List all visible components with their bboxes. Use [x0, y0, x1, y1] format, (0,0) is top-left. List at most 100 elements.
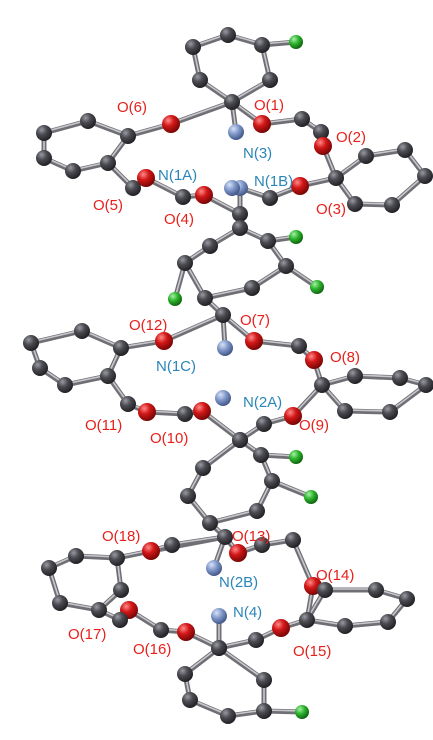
carbon-atom [313, 124, 329, 140]
carbon-atom [382, 404, 398, 420]
label-O13: O(13) [232, 528, 270, 545]
oxygen-atom [305, 351, 323, 369]
oxygen-atom [272, 619, 290, 637]
carbon-atom [384, 197, 400, 213]
carbon-atom [256, 416, 272, 432]
carbon-atom [248, 632, 264, 648]
carbon-atom [256, 672, 272, 688]
carbon-atom [254, 537, 270, 553]
bond-highlight-8 [170, 100, 233, 124]
label-N1A: N(1A) [158, 167, 197, 184]
nitrogen-atom [215, 390, 231, 406]
carbon-atom [317, 582, 333, 598]
bond-39 [202, 285, 255, 301]
bond-49 [161, 312, 226, 344]
carbon-atom [220, 708, 236, 724]
carbon-atom [57, 377, 73, 393]
oxygen-atom [253, 115, 271, 133]
carbon-atom [368, 582, 384, 598]
bond-78 [207, 508, 260, 526]
oxygen-atom [193, 402, 211, 420]
chlorine-atom [304, 490, 318, 504]
carbon-atom [120, 128, 136, 144]
carbon-atom [347, 196, 363, 212]
carbon-atom [182, 692, 198, 708]
carbon-atom [185, 39, 201, 55]
carbon-atom [125, 180, 141, 196]
carbon-atom [314, 377, 330, 393]
carbon-atom [113, 582, 129, 598]
nitrogen-atom [224, 180, 240, 196]
carbon-atom [217, 529, 233, 545]
carbon-atom [262, 190, 278, 206]
carbon-atom [177, 406, 193, 422]
label-O17: O(17) [68, 626, 106, 643]
label-N1B: N(1B) [254, 173, 293, 190]
bond-50 [28, 328, 85, 346]
carbon-atom [249, 503, 265, 519]
atom-layer [23, 27, 433, 724]
carbon-atom [294, 111, 310, 127]
label-O9: O(9) [299, 417, 329, 434]
bond-highlight-121 [218, 646, 265, 680]
carbon-atom [253, 447, 269, 463]
carbon-atom [244, 280, 260, 296]
carbon-atom [254, 37, 270, 53]
carbon-atom [256, 703, 272, 719]
carbon-atom [192, 72, 208, 88]
carbon-atom [299, 612, 315, 628]
oxygen-atom [314, 137, 332, 155]
bond-121 [216, 645, 267, 683]
bond-highlight-49 [163, 313, 224, 341]
label-O11: O(11) [85, 417, 122, 434]
label-N1C: N(1C) [156, 358, 196, 375]
carbon-atom [291, 338, 307, 354]
carbon-atom [417, 168, 433, 184]
carbon-atom [100, 155, 116, 171]
carbon-atom [202, 238, 218, 254]
carbon-atom [397, 142, 413, 158]
carbon-atom [52, 595, 68, 611]
nitrogen-atom [217, 340, 233, 356]
oxygen-atom [245, 332, 263, 350]
carbon-atom [337, 403, 353, 419]
label-O12: O(12) [129, 317, 167, 334]
nitrogen-atom [211, 608, 227, 624]
carbon-atom [100, 368, 116, 384]
bond-highlight-50 [30, 329, 83, 343]
oxygen-atom [177, 623, 195, 641]
chlorine-atom [168, 292, 182, 306]
chlorine-atom [289, 450, 303, 464]
carbon-atom [224, 94, 240, 110]
oxygen-atom [284, 407, 302, 425]
carbon-atom [36, 125, 52, 141]
carbon-atom [211, 640, 227, 656]
carbon-atom [392, 370, 408, 386]
carbon-atom [399, 591, 415, 607]
label-O3: O(3) [316, 201, 346, 218]
oxygen-atom [195, 186, 213, 204]
carbon-atom [260, 233, 276, 249]
carbon-atom [337, 618, 353, 634]
carbon-atom [74, 323, 90, 339]
carbon-atom [153, 622, 169, 638]
bond-highlight-88 [171, 535, 226, 545]
carbon-atom [177, 666, 193, 682]
bond-layer [28, 32, 429, 719]
label-O14: O(14) [316, 567, 354, 584]
label-O2: O(2) [336, 129, 366, 146]
carbon-atom [177, 255, 193, 271]
carbon-atom [262, 72, 278, 88]
nitrogen-atom [228, 124, 244, 140]
oxygen-atom [155, 332, 173, 350]
chlorine-atom [289, 35, 303, 49]
oxygen-atom [142, 542, 160, 560]
label-N4: N(4) [233, 604, 262, 621]
carbon-atom [32, 360, 48, 376]
carbon-atom [23, 335, 39, 351]
oxygen-atom [138, 403, 156, 421]
carbon-atom [68, 548, 84, 564]
carbon-atom [80, 113, 96, 129]
label-O16: O(16) [133, 641, 171, 658]
